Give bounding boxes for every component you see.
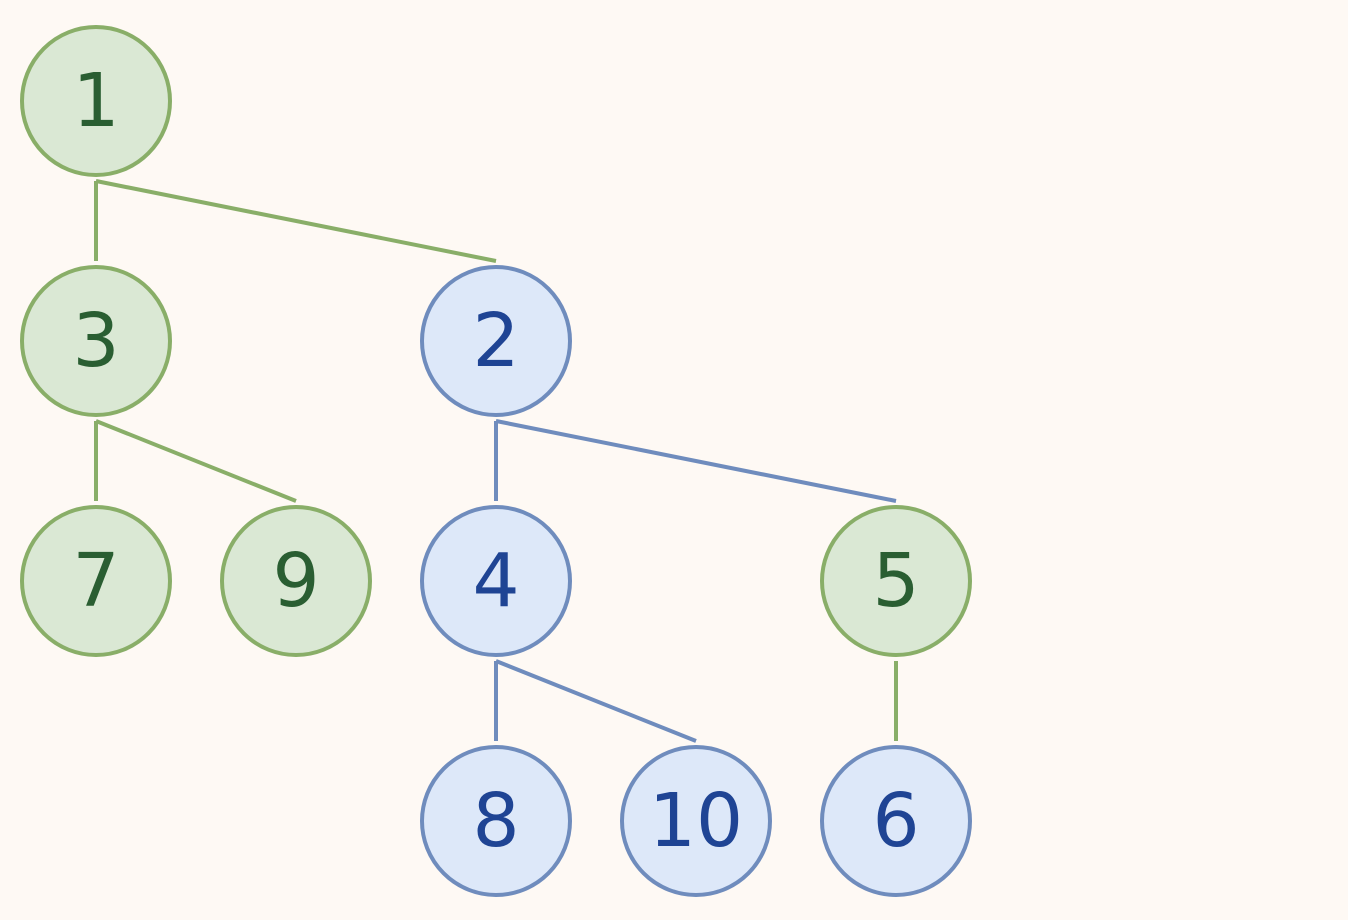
- tree-node-9: 9: [220, 505, 372, 657]
- tree-node-6: 6: [820, 745, 972, 897]
- node-label-10: 10: [648, 778, 744, 864]
- tree-node-1: 1: [20, 25, 172, 177]
- node-label-4: 4: [472, 538, 520, 624]
- node-label-5: 5: [872, 538, 920, 624]
- edge-3-9: [95, 419, 297, 503]
- tree-node-2: 2: [420, 265, 572, 417]
- node-label-3: 3: [72, 298, 120, 384]
- tree-node-8: 8: [420, 745, 572, 897]
- node-label-7: 7: [72, 538, 120, 624]
- tree-node-4: 4: [420, 505, 572, 657]
- tree-node-7: 7: [20, 505, 172, 657]
- tree-node-10: 10: [620, 745, 772, 897]
- node-label-9: 9: [272, 538, 320, 624]
- node-label-6: 6: [872, 778, 920, 864]
- node-label-8: 8: [472, 778, 520, 864]
- edge-4-10: [495, 659, 697, 743]
- tree-node-5: 5: [820, 505, 972, 657]
- edge-1-2: [95, 179, 497, 263]
- node-label-1: 1: [72, 58, 120, 144]
- node-label-2: 2: [472, 298, 520, 384]
- tree-node-3: 3: [20, 265, 172, 417]
- edge-2-5: [495, 419, 897, 503]
